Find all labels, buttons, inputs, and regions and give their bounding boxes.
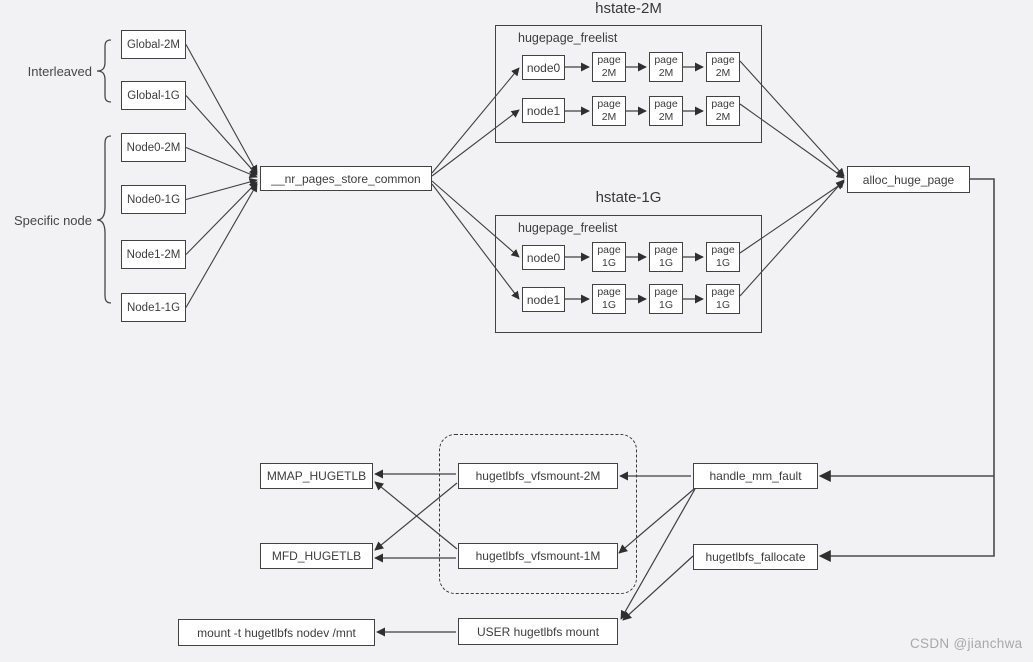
page-size: 2M [658,111,674,123]
csdn-watermark: CSDN @jianchwa [910,636,1023,651]
input-arrows [185,44,258,308]
page-size: 2M [601,111,617,123]
page-1g-box: page 1G [592,242,626,272]
mfd-hugetlb-box: MFD_HUGETLB [260,543,373,569]
freelist-2m-chain-arrows [565,62,704,116]
page-word: page [711,244,735,257]
store-to-hstate-arrows [431,67,520,300]
node1-1g-box: Node1-1G [121,293,186,322]
page-1g-box: page 1G [592,284,626,314]
global-2m-box: Global-2M [121,30,186,59]
page-2m-box: page 2M [592,52,626,82]
interleaved-brace [96,39,112,103]
hstate-1g-container [495,215,762,333]
hstate-1g-node0-box: node0 [522,245,565,270]
mount-command-box: mount -t hugetlbfs nodev /mnt [178,619,375,646]
page-2m-box: page 2M [706,96,740,126]
page-size: 1G [715,299,730,311]
page-1g-box: page 1G [706,242,740,272]
mmap-hugetlb-box: MMAP_HUGETLB [260,463,373,489]
nr-pages-store-common-box: __nr_pages_store_common [260,166,432,191]
vfsmount-group-dashed-box [439,434,637,594]
hugetlbfs-fallocate-box: hugetlbfs_fallocate [693,544,818,570]
user-hugetlbfs-mount-box: USER hugetlbfs mount [458,618,618,645]
page-word: page [654,244,678,257]
freelist-1g-chain-arrows [565,252,704,304]
hstate-2m-container [495,25,762,143]
node1-2m-box: Node1-2M [121,240,186,269]
vfsmount-cross-arrows [374,469,458,563]
vfsmount-2m-box: hugetlbfs_vfsmount-2M [458,463,618,489]
vfsmount-1m-box: hugetlbfs_vfsmount-1M [458,543,618,569]
page-1g-box: page 1G [649,242,683,272]
node0-2m-box: Node0-2M [121,133,186,162]
page-word: page [711,286,735,299]
page-word: page [711,54,735,67]
page-word: page [654,286,678,299]
interleaved-group-label: Interleaved [27,64,92,79]
page-word: page [597,54,621,67]
hstate-1g-title: hstate-1G [595,189,662,206]
node0-1g-box: Node0-1G [121,185,186,214]
page-size: 2M [715,67,731,79]
page-size: 1G [601,299,616,311]
page-2m-box: page 2M [706,52,740,82]
hstate-2m-title: hstate-2M [595,0,662,17]
fault-fanout-arrows [618,471,696,621]
alloc-routing [818,178,995,562]
hstate-1g-node1-box: node1 [522,287,565,312]
hstate-1g-freelist-label: hugepage_freelist [518,221,618,235]
group-braces [96,39,112,304]
page-2m-box: page 2M [649,52,683,82]
page-size: 1G [715,257,730,269]
freelist-to-alloc-arrows [739,60,845,297]
page-word: page [597,244,621,257]
specific-node-group-label: Specific node [13,213,92,228]
page-word: page [654,98,678,111]
hstate-2m-node0-box: node0 [522,55,565,80]
page-size: 1G [601,257,616,269]
page-size: 1G [658,257,673,269]
page-size: 2M [715,111,731,123]
page-2m-box: page 2M [592,96,626,126]
page-size: 2M [658,67,674,79]
global-1g-box: Global-1G [121,81,186,110]
page-word: page [711,98,735,111]
page-word: page [597,98,621,111]
page-1g-box: page 1G [649,284,683,314]
page-word: page [597,286,621,299]
hstate-2m-freelist-label: hugepage_freelist [518,31,618,45]
page-size: 1G [658,299,673,311]
alloc-huge-page-box: alloc_huge_page [847,166,970,193]
page-word: page [654,54,678,67]
page-2m-box: page 2M [649,96,683,126]
handle-mm-fault-box: handle_mm_fault [693,463,818,489]
page-1g-box: page 1G [706,284,740,314]
specific-node-brace [96,135,112,304]
hstate-2m-node1-box: node1 [522,98,565,123]
page-size: 2M [601,67,617,79]
